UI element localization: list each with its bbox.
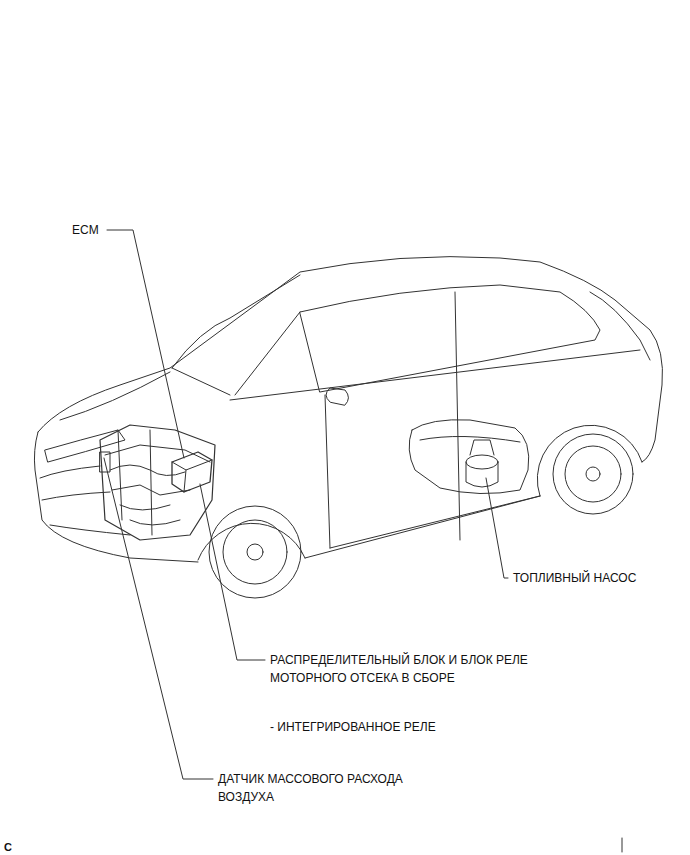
part-label: ТОПЛИВНЫЙ НАСОС	[513, 569, 636, 587]
page-code: C	[4, 838, 12, 855]
part-label: РАСПРЕДЕЛИТЕЛЬНЫЙ БЛОК И БЛОК РЕЛЕ МОТОР…	[270, 651, 542, 687]
sub-part-label: - ИНТЕГРИРОВАННОЕ РЕЛЕ	[270, 718, 436, 736]
part-label: ECM	[72, 221, 99, 239]
part-label: ДАТЧИК МАССОВОГО РАСХОДА ВОЗДУХА	[218, 770, 433, 806]
